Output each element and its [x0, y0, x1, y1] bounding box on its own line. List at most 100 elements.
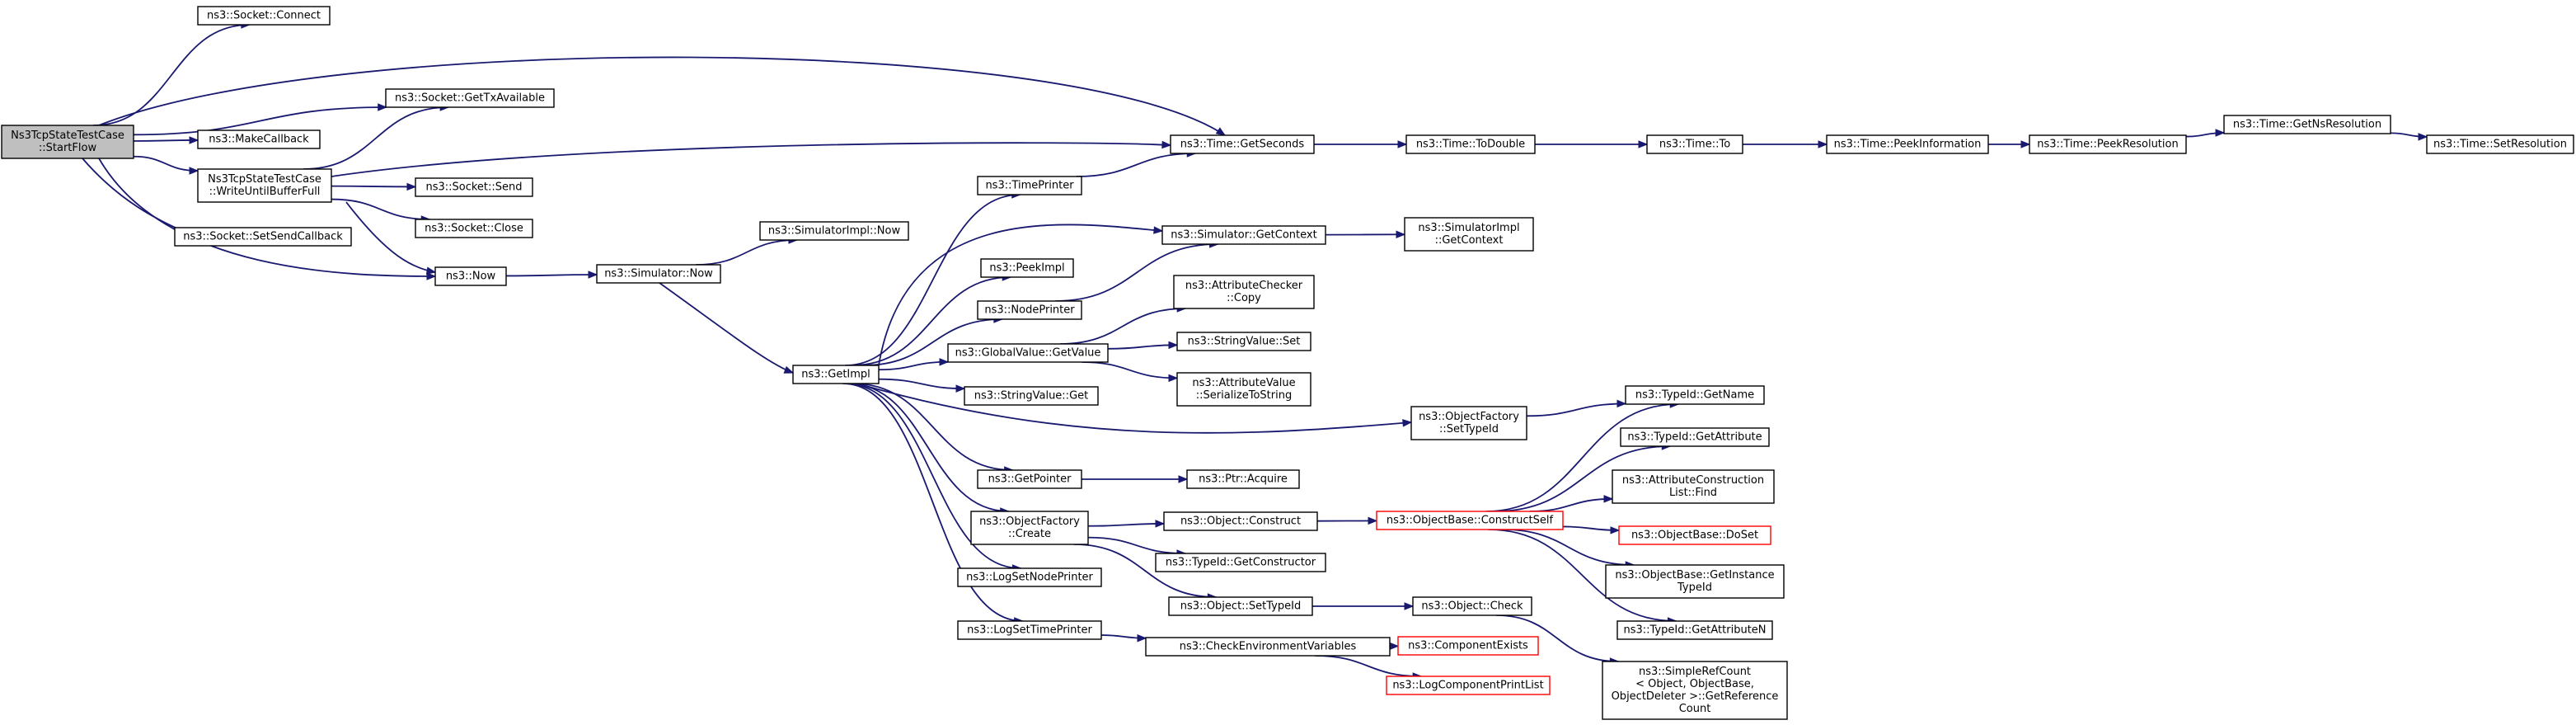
node-label: ns3::Time::SetResolution	[2433, 139, 2567, 151]
node-label: ::StartFlow	[39, 142, 97, 154]
arrowhead-icon	[1603, 495, 1614, 503]
function-node-n26[interactable]: ns3::Ptr::Acquire	[1186, 469, 1300, 489]
function-node-n8[interactable]: ns3::Now	[434, 266, 507, 286]
function-node-n14[interactable]: ns3::NodePrinter	[977, 300, 1082, 320]
function-node-n31[interactable]: ns3::Time::ToDouble	[1405, 134, 1536, 154]
node-box	[1163, 511, 1318, 531]
node-label: ns3::Time::GetSeconds	[1180, 139, 1305, 151]
node-box	[1397, 636, 1539, 656]
call-edge-n11-to-n15	[878, 358, 950, 371]
function-node-n6[interactable]: ns3::Socket::Send	[415, 177, 533, 197]
arrowhead-icon	[378, 103, 388, 111]
function-node-n28[interactable]: ns3::TypeId::GetConstructor	[1155, 553, 1326, 572]
function-node-n19[interactable]: ns3::LogSetNodePrinter	[957, 567, 1102, 587]
node-label: ns3::AttributeValue	[1192, 377, 1295, 389]
function-node-n40[interactable]: ns3::TypeId::GetAttribute	[1620, 427, 1770, 447]
function-node-n18[interactable]: ns3::ObjectFactory::Create	[970, 511, 1089, 545]
function-node-n16[interactable]: ns3::StringValue::Get	[964, 386, 1099, 406]
call-edge-n9-to-n11	[659, 282, 795, 374]
node-box	[197, 168, 332, 203]
function-node-n37[interactable]: ns3::LogComponentPrintList	[1386, 676, 1551, 695]
call-edge-n0-to-n1	[93, 21, 251, 126]
function-node-n48[interactable]: ns3::Time::GetNsResolution	[2223, 115, 2391, 134]
node-box	[1176, 372, 1311, 407]
function-node-n46[interactable]: ns3::Time::PeekInformation	[1826, 134, 1989, 154]
node-label: ns3::Object::Construct	[1180, 516, 1301, 528]
function-node-n9[interactable]: ns3::Simulator::Now	[596, 264, 721, 284]
node-box	[1602, 661, 1788, 720]
arrowhead-icon	[406, 182, 417, 191]
node-box	[977, 469, 1082, 489]
node-label: ns3::Simulator::GetContext	[1171, 229, 1316, 242]
arrowhead-icon	[1396, 230, 1406, 239]
call-edge-n46-to-n47	[1988, 140, 2031, 148]
node-label: ns3::StringValue::Set	[1188, 336, 1301, 348]
node-box	[415, 219, 533, 238]
function-node-n33[interactable]: ns3::ObjectFactory::SetTypeId	[1410, 406, 1527, 440]
arrowhead-icon	[1610, 526, 1621, 534]
node-box	[1376, 511, 1564, 530]
call-edge-n11-to-n33	[856, 383, 1413, 434]
node-label: ns3::Time::PeekResolution	[2037, 139, 2178, 151]
function-node-n21[interactable]: ns3::Time::GetSeconds	[1170, 134, 1315, 154]
node-box	[957, 620, 1102, 640]
arrowhead-icon	[1818, 140, 1828, 148]
function-node-n38[interactable]: ns3::Time::To	[1646, 134, 1743, 154]
function-node-n0[interactable]: Ns3TcpStateTestCase::StartFlow	[1, 125, 134, 159]
function-node-n4[interactable]: Ns3TcpStateTestCase::WriteUntilBufferFul…	[197, 168, 332, 203]
function-node-n3[interactable]: ns3::MakeCallback	[197, 129, 321, 149]
function-node-n10[interactable]: ns3::SimulatorImpl::Now	[759, 221, 909, 241]
function-node-n24[interactable]: ns3::StringValue::Set	[1176, 332, 1311, 351]
function-node-n32[interactable]: ns3::SimulatorImpl::GetContext	[1404, 217, 1534, 252]
arrowhead-icon	[1389, 642, 1400, 651]
function-node-n17[interactable]: ns3::GetPointer	[977, 469, 1082, 489]
function-node-n11[interactable]: ns3::GetImpl	[792, 365, 880, 384]
function-node-n42[interactable]: ns3::ObjectBase::DoSet	[1618, 525, 1771, 545]
node-label: ns3::GetPointer	[988, 473, 1072, 486]
node-box	[1405, 134, 1536, 154]
node-label: ns3::Socket::Send	[425, 181, 522, 194]
node-box	[1616, 620, 1773, 640]
function-node-n30[interactable]: ns3::CheckEnvironmentVariables	[1145, 637, 1391, 657]
function-node-n29[interactable]: ns3::Object::SetTypeId	[1168, 596, 1313, 616]
function-node-n5[interactable]: ns3::Socket::SetSendCallback	[174, 227, 352, 247]
node-box	[964, 386, 1099, 406]
call-edge-n8-to-n9	[505, 271, 598, 279]
function-node-n22[interactable]: ns3::Simulator::GetContext	[1161, 225, 1326, 245]
function-node-n44[interactable]: ns3::TypeId::GetAttributeN	[1616, 620, 1773, 640]
function-node-n7[interactable]: ns3::Socket::Close	[415, 219, 533, 238]
call-edge-n22-to-n32	[1325, 230, 1406, 239]
function-node-n39[interactable]: ns3::TypeId::GetName	[1625, 385, 1765, 405]
function-node-n45[interactable]: ns3::SimpleRefCount< Object, ObjectBase,…	[1602, 661, 1788, 720]
call-edge-n31-to-n38	[1535, 140, 1649, 148]
function-node-n23[interactable]: ns3::AttributeChecker::Copy	[1173, 275, 1315, 309]
function-node-n15[interactable]: ns3::GlobalValue::GetValue	[947, 343, 1109, 363]
call-edge-n4-to-n8	[345, 201, 437, 275]
node-label: ns3::TimePrinter	[985, 180, 1074, 192]
function-node-n25[interactable]: ns3::AttributeValue::SerializeToString	[1176, 372, 1311, 407]
node-box	[1186, 469, 1300, 489]
function-node-n20[interactable]: ns3::LogSetTimePrinter	[957, 620, 1102, 640]
node-box	[977, 176, 1082, 195]
function-node-n34[interactable]: ns3::ObjectBase::ConstructSelf	[1376, 511, 1564, 530]
node-box	[1605, 564, 1785, 599]
function-node-n49[interactable]: ns3::Time::SetResolution	[2426, 134, 2574, 154]
node-label: ns3::ObjectBase::ConstructSelf	[1387, 515, 1554, 527]
function-node-n47[interactable]: ns3::Time::PeekResolution	[2029, 134, 2187, 154]
node-box	[2029, 134, 2187, 154]
function-node-n27[interactable]: ns3::Object::Construct	[1163, 511, 1318, 531]
function-node-n2[interactable]: ns3::Socket::GetTxAvailable	[385, 88, 555, 108]
function-node-n1[interactable]: ns3::Socket::Connect	[197, 6, 331, 26]
function-node-n35[interactable]: ns3::Object::Check	[1412, 596, 1532, 616]
function-node-n13[interactable]: ns3::PeekImpl	[980, 258, 1074, 278]
node-label: ns3::Simulator::Now	[604, 268, 713, 280]
node-box	[1, 125, 134, 159]
function-node-n36[interactable]: ns3::ComponentExists	[1397, 636, 1539, 656]
node-label: ns3::AttributeConstruction	[1622, 474, 1764, 487]
node-box	[174, 227, 352, 247]
function-node-n12[interactable]: ns3::TimePrinter	[977, 176, 1082, 195]
node-label: ns3::StringValue::Get	[974, 390, 1088, 403]
